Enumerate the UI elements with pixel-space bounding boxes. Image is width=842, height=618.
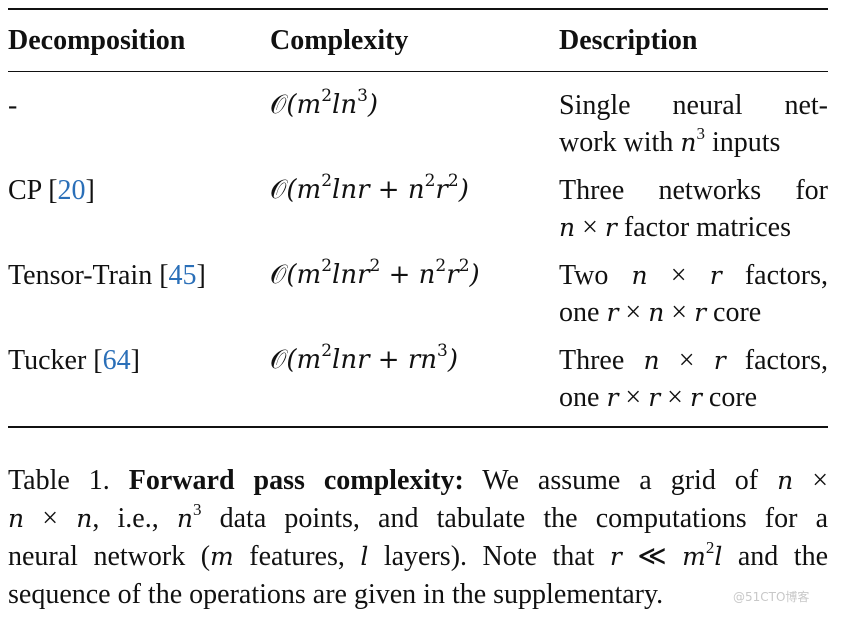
header-description: Description [559,25,698,56]
table-bottom-rule [8,426,828,428]
watermark: @51CTO博客 [733,590,810,604]
row-3-complexity: 𝒪(m2lnr2 + n2r2) [270,256,480,291]
caption-bold-title: Forward pass complexity: [128,465,464,496]
row-4-decomposition: Tucker [64] [8,345,140,376]
row-4-description: Three n × r factors, one r × r × r core [559,345,828,413]
header-complexity: Complexity [270,25,409,56]
citation-link[interactable]: 20 [57,175,86,206]
table-header-rule [8,71,828,73]
caption-label: Table 1. [8,465,110,496]
row-1-description: Single neural net- work with n3 inputs [559,90,828,158]
row-4-complexity: 𝒪(m2lnr + rn3) [270,341,458,376]
citation-link[interactable]: 45 [168,260,197,291]
row-1-complexity: 𝒪(m2ln3) [270,86,379,121]
table-caption: Table 1. Forward pass complexity: We ass… [8,465,828,610]
row-1-decomposition: - [8,90,18,121]
row-2-description: Three networks for n × r factor matrices [559,175,828,243]
citation-link[interactable]: 64 [102,345,131,376]
row-3-description: Two n × r factors, one r × n × r core [559,260,828,328]
row-3-decomposition: Tensor-Train [45] [8,260,206,291]
row-2-decomposition: CP [20] [8,175,95,206]
header-decomposition: Decomposition [8,25,186,56]
row-2-complexity: 𝒪(m2lnr + n2r2) [270,171,469,206]
table-top-rule [8,8,828,10]
